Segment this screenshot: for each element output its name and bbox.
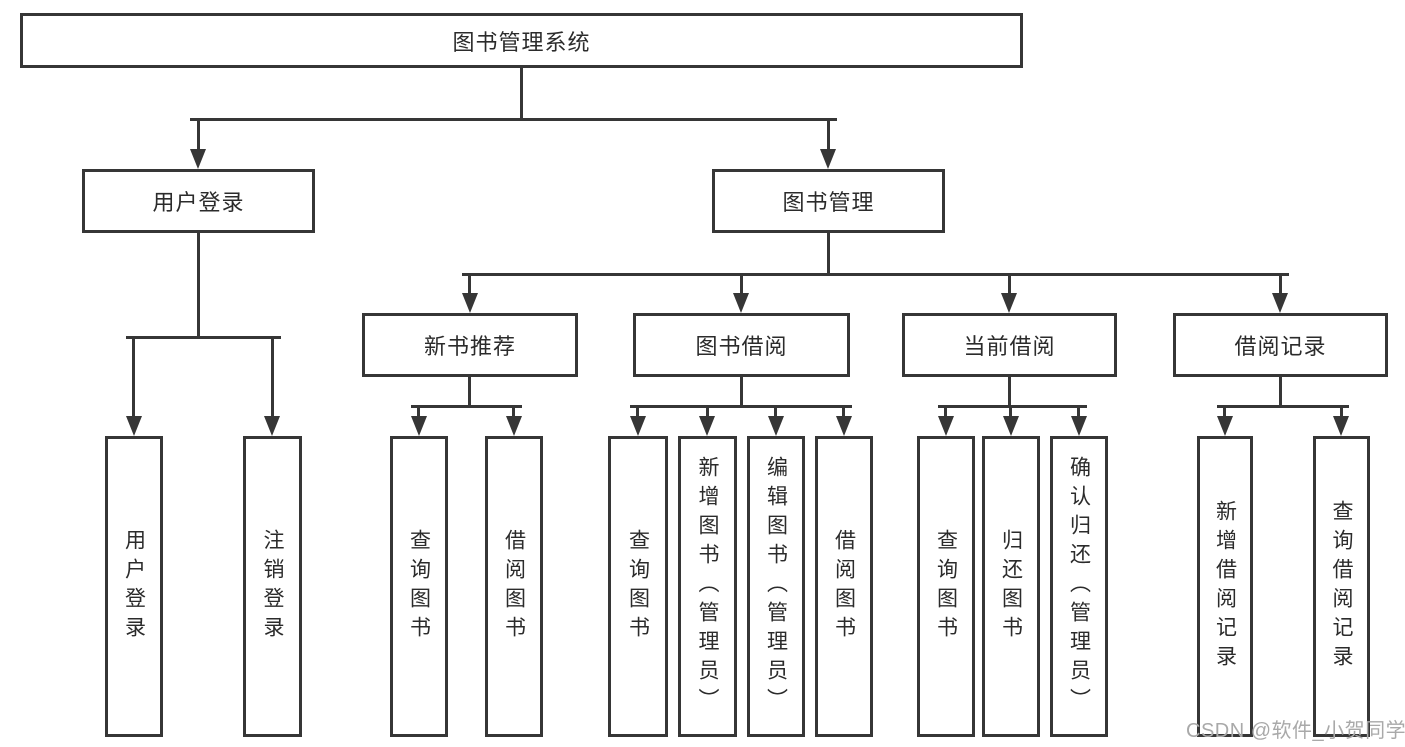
leaf-current-return-books-label: 归还图书 xyxy=(999,528,1023,645)
connector-bookmgmt-stem xyxy=(827,233,830,276)
leaf-records-query-record: 查询借阅记录 xyxy=(1313,436,1370,737)
connector-userlogin-stub-1 xyxy=(132,336,135,418)
leaf-borrow-edit-books-admin: 编辑图书（管理员） xyxy=(747,436,805,737)
arrow-down-icon xyxy=(1333,416,1349,436)
arrow-down-icon xyxy=(733,293,749,313)
connector-bookmgmt-branch xyxy=(462,273,1289,276)
node-book-management-label: 图书管理 xyxy=(782,190,875,215)
connector-bookborrow-stub-2 xyxy=(706,405,709,418)
leaf-records-add-record: 新增借阅记录 xyxy=(1197,436,1253,737)
leaf-logout-label: 注销登录 xyxy=(261,528,284,645)
connector-bookborrow-stem xyxy=(740,377,743,407)
connector-bookmgmt-stub-2 xyxy=(740,273,743,296)
connector-currentborrow-stub-3 xyxy=(1077,405,1080,418)
node-user-login-label: 用户登录 xyxy=(152,190,245,215)
node-current-borrow-label: 当前借阅 xyxy=(963,334,1056,359)
arrow-down-icon xyxy=(820,149,836,169)
connector-bookmgmt-stub-3 xyxy=(1008,273,1011,296)
arrow-down-icon xyxy=(506,416,522,436)
connector-borrowrecords-branch xyxy=(1217,405,1349,408)
arrow-down-icon xyxy=(264,416,280,436)
leaf-current-confirm-return-admin-label: 确认归还（管理员） xyxy=(1067,456,1091,717)
connector-newbook-stub-2 xyxy=(512,405,515,418)
leaf-logout: 注销登录 xyxy=(243,436,302,737)
connector-currentborrow-stem xyxy=(1008,377,1011,407)
arrow-down-icon xyxy=(1001,293,1017,313)
connector-borrowrecords-stem xyxy=(1279,377,1282,407)
arrow-down-icon xyxy=(938,416,954,436)
connector-root-stem xyxy=(520,68,523,120)
arrow-down-icon xyxy=(699,416,715,436)
node-book-borrow: 图书借阅 xyxy=(633,313,850,377)
node-book-management: 图书管理 xyxy=(712,169,945,233)
node-book-borrow-label: 图书借阅 xyxy=(695,334,788,359)
arrow-down-icon xyxy=(836,416,852,436)
leaf-newbook-query-books: 查询图书 xyxy=(390,436,448,737)
arrow-down-icon xyxy=(1003,416,1019,436)
leaf-records-add-record-label: 新增借阅记录 xyxy=(1213,499,1237,674)
leaf-borrow-edit-books-admin-label: 编辑图书（管理员） xyxy=(764,456,788,717)
leaf-newbook-query-books-label: 查询图书 xyxy=(407,528,431,645)
leaf-current-return-books: 归还图书 xyxy=(982,436,1040,737)
connector-userlogin-stub-2 xyxy=(271,336,274,418)
leaf-borrow-query-books: 查询图书 xyxy=(608,436,668,737)
leaf-borrow-add-books-admin: 新增图书（管理员） xyxy=(678,436,737,737)
leaf-user-login: 用户登录 xyxy=(105,436,163,737)
leaf-borrow-borrow-books-label: 借阅图书 xyxy=(832,528,856,645)
node-borrow-records-label: 借阅记录 xyxy=(1234,334,1327,359)
arrow-down-icon xyxy=(768,416,784,436)
leaf-user-login-label: 用户登录 xyxy=(122,528,146,645)
arrow-down-icon xyxy=(411,416,427,436)
connector-borrowrecords-stub-1 xyxy=(1223,405,1226,418)
connector-currentborrow-stub-1 xyxy=(944,405,947,418)
arrow-down-icon xyxy=(190,149,206,169)
connector-root-right-stub xyxy=(827,118,830,152)
connector-currentborrow-stub-2 xyxy=(1009,405,1012,418)
leaf-current-query-books-label: 查询图书 xyxy=(934,528,958,645)
connector-bookborrow-stub-1 xyxy=(636,405,639,418)
arrow-down-icon xyxy=(630,416,646,436)
connector-root-left-stub xyxy=(197,118,200,152)
node-borrow-records: 借阅记录 xyxy=(1173,313,1388,377)
connector-newbook-stub-1 xyxy=(417,405,420,418)
leaf-records-query-record-label: 查询借阅记录 xyxy=(1330,499,1353,674)
node-new-book-recommend-label: 新书推荐 xyxy=(423,334,516,359)
leaf-borrow-query-books-label: 查询图书 xyxy=(626,528,650,645)
arrow-down-icon xyxy=(462,293,478,313)
connector-currentborrow-branch xyxy=(938,405,1087,408)
arrow-down-icon xyxy=(1217,416,1233,436)
arrow-down-icon xyxy=(1272,293,1288,313)
node-root: 图书管理系统 xyxy=(20,13,1023,68)
connector-bookborrow-stub-4 xyxy=(842,405,845,418)
node-user-login: 用户登录 xyxy=(82,169,315,233)
node-current-borrow: 当前借阅 xyxy=(902,313,1117,377)
arrow-down-icon xyxy=(1071,416,1087,436)
connector-root-branch xyxy=(190,118,837,121)
connector-userlogin-stem xyxy=(197,233,200,339)
connector-bookborrow-stub-3 xyxy=(774,405,777,418)
leaf-newbook-borrow-books-label: 借阅图书 xyxy=(502,528,526,645)
leaf-borrow-borrow-books: 借阅图书 xyxy=(815,436,873,737)
watermark-text: CSDN @软件_小贺同学 xyxy=(1186,720,1405,742)
leaf-newbook-borrow-books: 借阅图书 xyxy=(485,436,543,737)
connector-userlogin-branch xyxy=(126,336,281,339)
connector-bookmgmt-stub-1 xyxy=(468,273,471,296)
connector-newbook-branch xyxy=(411,405,522,408)
connector-borrowrecords-stub-2 xyxy=(1340,405,1343,418)
connector-newbook-stem xyxy=(468,377,471,407)
connector-bookborrow-branch xyxy=(630,405,852,408)
connector-bookmgmt-stub-4 xyxy=(1279,273,1282,296)
arrow-down-icon xyxy=(126,416,142,436)
leaf-current-confirm-return-admin: 确认归还（管理员） xyxy=(1050,436,1108,737)
leaf-borrow-add-books-admin-label: 新增图书（管理员） xyxy=(696,456,719,717)
node-root-label: 图书管理系统 xyxy=(452,29,591,55)
node-new-book-recommend: 新书推荐 xyxy=(362,313,578,377)
leaf-current-query-books: 查询图书 xyxy=(917,436,975,737)
